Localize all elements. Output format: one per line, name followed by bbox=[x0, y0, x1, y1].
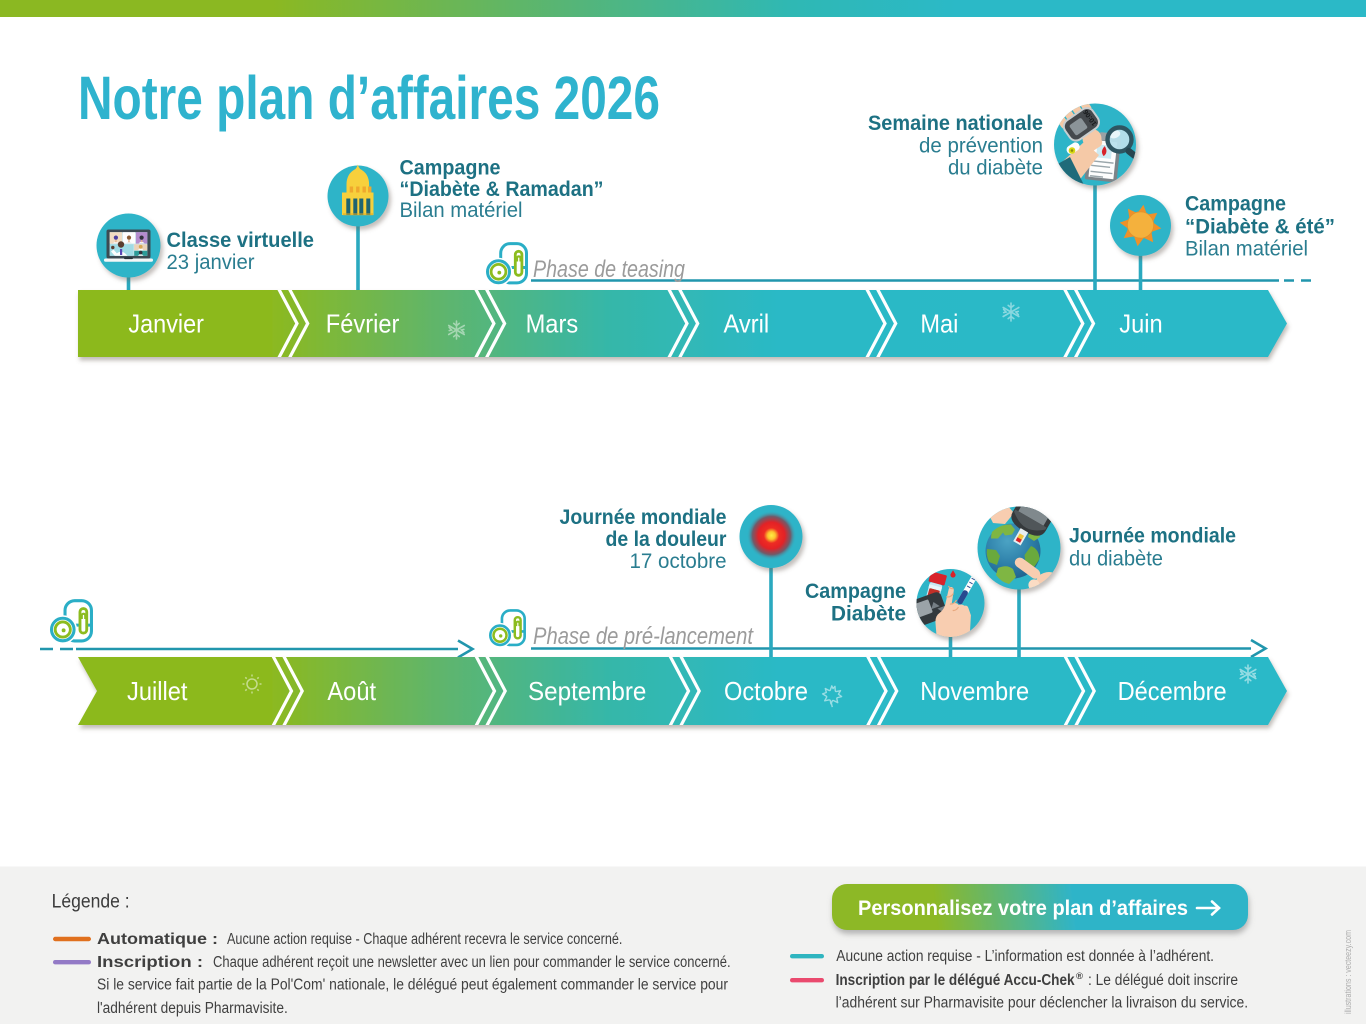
svg-text:Campagne: Campagne bbox=[1185, 192, 1286, 216]
svg-text:du diabète: du diabète bbox=[948, 156, 1043, 180]
svg-text:Bilan matériel: Bilan matériel bbox=[400, 198, 523, 222]
svg-text:Personnalisez votre plan d’aff: Personnalisez votre plan d’affaires bbox=[858, 897, 1188, 920]
svg-text:Semaine nationale: Semaine nationale bbox=[868, 111, 1043, 135]
svg-text:Février: Février bbox=[326, 308, 400, 338]
svg-text:Juillet: Juillet bbox=[127, 676, 188, 706]
svg-text:Chaque adhérent reçoit une new: Chaque adhérent reçoit une newsletter av… bbox=[213, 954, 731, 971]
svg-text:l'adhérent depuis Pharmavisite: l'adhérent depuis Pharmavisite. bbox=[97, 1000, 288, 1017]
svg-text:de la douleur: de la douleur bbox=[606, 527, 728, 551]
svg-text:illustrations : vecteezy.com: illustrations : vecteezy.com bbox=[1343, 930, 1353, 1014]
svg-text:Phase de pré-lancement: Phase de pré-lancement bbox=[533, 623, 754, 650]
svg-text:l’adhérent sur Pharmavisite po: l’adhérent sur Pharmavisite pour déclenc… bbox=[836, 994, 1249, 1011]
svg-text:Diabète: Diabète bbox=[831, 602, 906, 626]
svg-text:Campagne: Campagne bbox=[400, 156, 501, 180]
svg-text:Décembre: Décembre bbox=[1118, 676, 1227, 706]
svg-text:®: ® bbox=[1076, 971, 1083, 982]
svg-text:: Le délégué doit inscrire: : Le délégué doit inscrire bbox=[1088, 972, 1238, 989]
svg-text:Septembre: Septembre bbox=[528, 676, 646, 706]
svg-text:du diabète: du diabète bbox=[1069, 547, 1163, 571]
svg-text:Journée mondiale: Journée mondiale bbox=[560, 505, 727, 529]
svg-text:Bilan matériel: Bilan matériel bbox=[1185, 237, 1308, 261]
svg-text:Classe virtuelle: Classe virtuelle bbox=[167, 228, 315, 252]
svg-text:Inscription par le délégué Acc: Inscription par le délégué Accu-Chek bbox=[836, 972, 1075, 989]
svg-text:Janvier: Janvier bbox=[128, 308, 204, 338]
svg-text:Inscription :: Inscription : bbox=[97, 954, 203, 971]
svg-text:Octobre: Octobre bbox=[724, 676, 808, 706]
svg-text:Aucune action requise - Chaque: Aucune action requise - Chaque adhérent … bbox=[227, 931, 622, 948]
svg-text:23 janvier: 23 janvier bbox=[167, 250, 255, 274]
svg-text:Juin: Juin bbox=[1119, 308, 1162, 338]
svg-text:Mai: Mai bbox=[920, 308, 958, 338]
svg-text:Avril: Avril bbox=[724, 308, 770, 338]
svg-text:Si le service fait partie de l: Si le service fait partie de la Pol'Com'… bbox=[97, 977, 728, 994]
svg-text:Phase de teasing: Phase de teasing bbox=[533, 256, 686, 283]
svg-text:“Diabète & Ramadan”: “Diabète & Ramadan” bbox=[400, 177, 604, 201]
svg-text:Notre plan d’affaires 2026: Notre plan d’affaires 2026 bbox=[78, 64, 660, 132]
svg-text:Légende :: Légende : bbox=[52, 890, 130, 912]
svg-text:Automatique :: Automatique : bbox=[97, 931, 218, 948]
svg-text:Mars: Mars bbox=[526, 308, 579, 338]
svg-text:Novembre: Novembre bbox=[920, 676, 1029, 706]
svg-text:Campagne: Campagne bbox=[805, 579, 906, 603]
svg-text:Aucune action requise - L’info: Aucune action requise - L’information es… bbox=[836, 948, 1214, 965]
svg-text:“Diabète & été”: “Diabète & été” bbox=[1185, 215, 1335, 239]
svg-text:Août: Août bbox=[327, 676, 376, 706]
svg-text:Journée mondiale: Journée mondiale bbox=[1069, 524, 1236, 548]
svg-text:17 octobre: 17 octobre bbox=[630, 549, 727, 573]
svg-text:de prévention: de prévention bbox=[919, 134, 1043, 158]
